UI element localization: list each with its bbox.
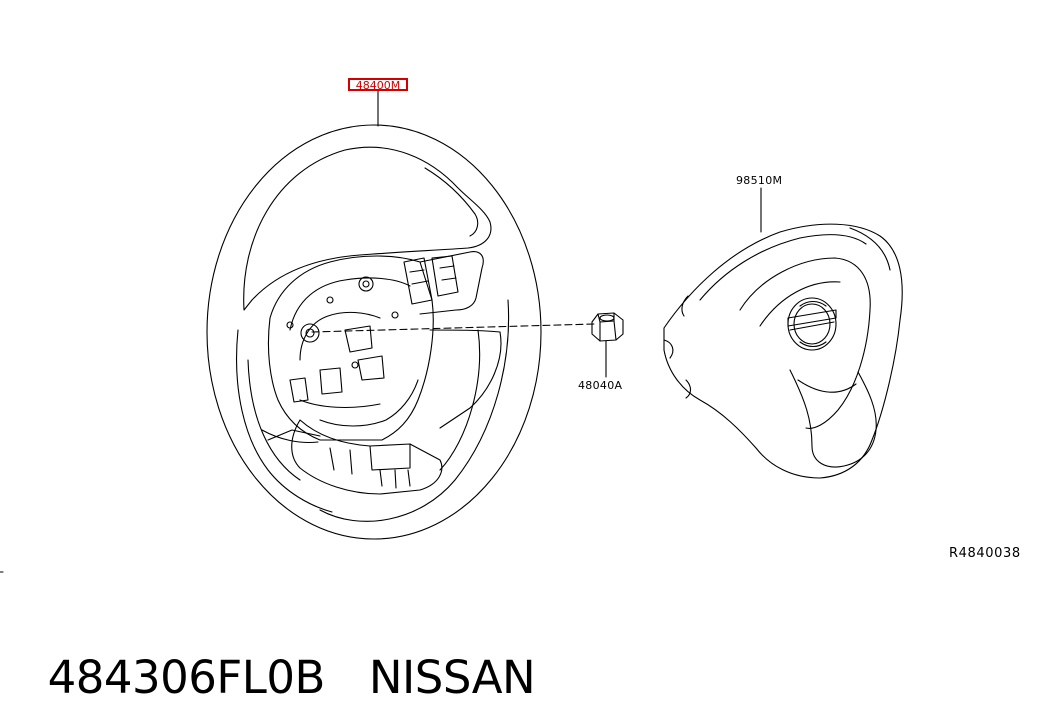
diagram-canvas: 48400M 48040A 98510M R4840038 <box>0 78 1021 573</box>
steering-wheel-callout-box <box>350 80 406 89</box>
footer-brand: NISSAN <box>368 651 536 704</box>
airbag-part-number[interactable]: 98510M <box>736 174 782 187</box>
bolt-part-number[interactable]: 48040A <box>578 379 622 392</box>
parts-diagram: 48400M 48040A 98510M R4840038 <box>0 78 1021 573</box>
bolt-illustration <box>591 312 624 342</box>
diagram-code: R4840038 <box>949 546 1021 561</box>
steering-wheel-part-number[interactable]: 48400M <box>356 79 400 92</box>
footer-label: 484306FL0B NISSAN <box>20 598 536 704</box>
footer-part-number: 484306FL0B <box>47 651 326 704</box>
alignment-dashed-line <box>311 323 595 333</box>
airbag-module-illustration <box>663 223 903 479</box>
steering-wheel-illustration <box>206 124 542 540</box>
